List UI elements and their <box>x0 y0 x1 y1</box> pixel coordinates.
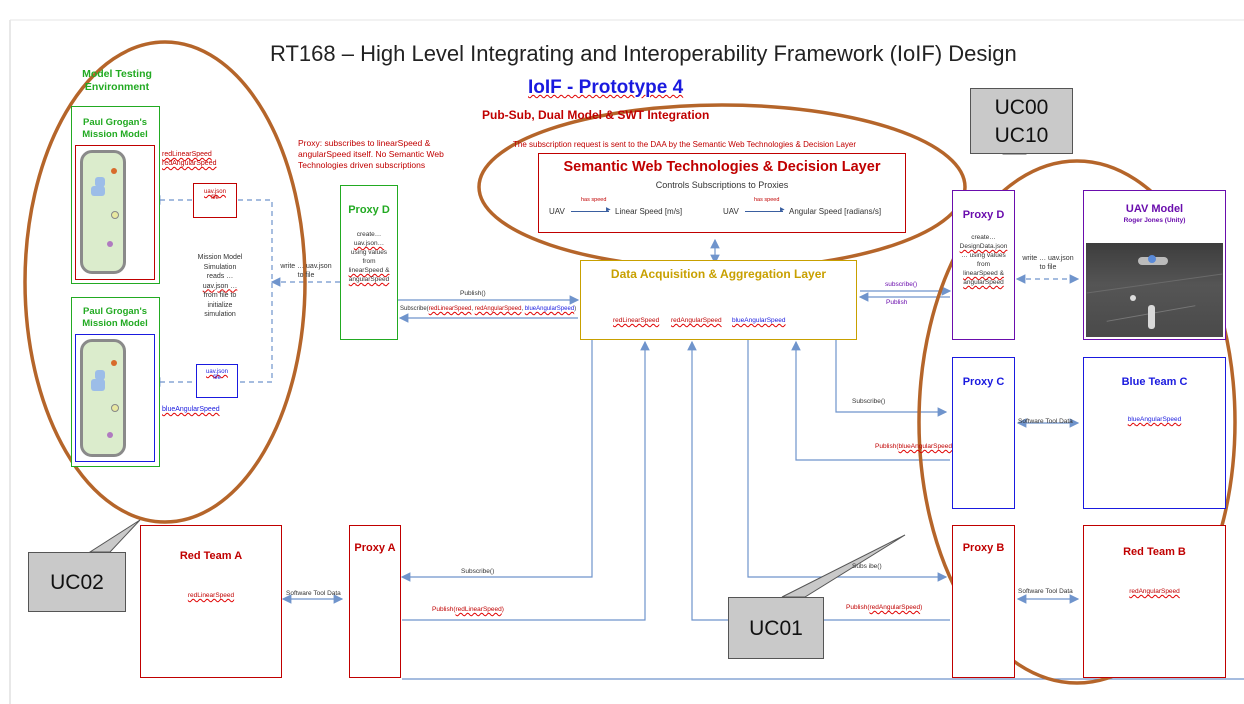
proxy-b-title: Proxy B <box>962 542 1005 554</box>
subscribe-label-proxy-b: Subs ibe() <box>852 563 882 570</box>
red-team-a-title: Red Team A <box>179 550 243 562</box>
prototype-subtitle: IoIF - Prototype 4 <box>528 77 684 98</box>
swt-subtitle: Controls Subscriptions to Proxies <box>655 180 789 190</box>
software-tool-data-b: Software Tool Data <box>1018 588 1073 595</box>
publish-label-proxy-b: Publish(redAngularSpeed) <box>846 604 923 611</box>
swt-decision-layer: Semantic Web Technologies & Decision Lay… <box>538 153 906 233</box>
daa-layer: Data Acquisition & Aggregation Layer red… <box>580 260 857 340</box>
mission-model-bottom: Paul Grogan's Mission Model <box>71 297 160 467</box>
diagram-title: RT168 – High Level Integrating and Inter… <box>270 41 1017 66</box>
subscribe-label-proxy-d-left: Subscribe(redLinearSpeed, redAngularSpee… <box>400 306 577 312</box>
proxy-a-title: Proxy A <box>354 542 396 554</box>
callout-uc01: UC01 <box>728 597 824 659</box>
write-uav-json-left: write … uav.json to file <box>280 263 332 279</box>
hex-map-top <box>80 150 126 274</box>
red-team-a: Red Team A redLinearSpeed <box>140 525 282 678</box>
unity-scene-image <box>1086 243 1223 337</box>
daa-title: Data Acquisition & Aggregation Layer <box>610 267 827 281</box>
red-team-b: Red Team B redAngularSpeed <box>1083 525 1226 678</box>
subscribe-label-proxy-c: Subscribe() <box>852 398 886 405</box>
subscribe-label-proxy-a: Subscribe() <box>461 568 495 575</box>
mission-simulation-text: Mission Model Simulation reads … uav.jso… <box>197 254 243 318</box>
proxy-d-right: Proxy D create… DesignData.json … using … <box>952 190 1015 340</box>
uav-json-file-bottom: uav.json file <box>196 364 238 398</box>
daa-note: The subscription request is sent to the … <box>513 140 856 149</box>
proxy-d-right-title: Proxy D <box>962 209 1005 221</box>
proxy-b: Proxy B <box>952 525 1015 678</box>
subscribe-label-proxy-d-right: subscribe() <box>885 281 918 288</box>
uav-model-subtitle: Roger Jones (Unity) <box>1123 217 1186 224</box>
callout-uc00-uc10: UC00 UC10 <box>970 88 1073 154</box>
publish-label-proxy-d-left: Publish() <box>460 290 486 297</box>
ellipse-uc01 <box>917 159 1237 685</box>
proxy-subscription-note: Proxy: subscribes to linearSpeed & angul… <box>298 138 444 170</box>
red-team-b-title: Red Team B <box>1123 546 1186 558</box>
swt-title: Semantic Web Technologies & Decision Lay… <box>563 159 881 175</box>
publish-label-proxy-d-right: Publish <box>886 299 908 306</box>
software-tool-data-a: Software Tool Data <box>286 590 341 597</box>
uav-model-title: UAV Model <box>1125 203 1184 215</box>
proxy-c: Proxy C <box>952 357 1015 509</box>
blue-team-c: Blue Team C blueAngularSpeed <box>1083 357 1226 509</box>
write-uav-json-right: write … uav.json to file <box>1022 255 1074 271</box>
proxy-c-title: Proxy C <box>962 376 1005 388</box>
proxy-a: Proxy A <box>349 525 401 678</box>
blue-team-c-title: Blue Team C <box>1121 376 1188 388</box>
mission-top-labels: redLinearSpeed redAngularSpeed <box>162 151 217 167</box>
callout-uc02: UC02 <box>28 552 126 612</box>
mission-model-top: Paul Grogan's Mission Model <box>71 106 160 284</box>
proxy-d-left: Proxy D create… uav.json… using values f… <box>340 185 398 340</box>
mission-bottom-label: blueAngularSpeed <box>162 406 220 413</box>
uav-json-file-top: uav.json file <box>193 183 237 218</box>
software-tool-data-c: Software Tool Data <box>1018 418 1073 425</box>
proxy-d-left-title: Proxy D <box>348 204 390 216</box>
ellipse-uc02 <box>23 40 307 524</box>
integration-subtitle: Pub-Sub, Dual Model & SWT Integration <box>482 108 710 122</box>
publish-label-proxy-a: Publish(redLinearSpeed) <box>432 606 504 613</box>
model-testing-environment-title: Model Testing Environment <box>82 68 152 93</box>
uav-model-box: UAV Model Roger Jones (Unity) <box>1083 190 1226 340</box>
publish-label-proxy-c: Publish(blueAngularSpeed) <box>875 443 954 450</box>
hex-map-bottom <box>80 339 126 457</box>
